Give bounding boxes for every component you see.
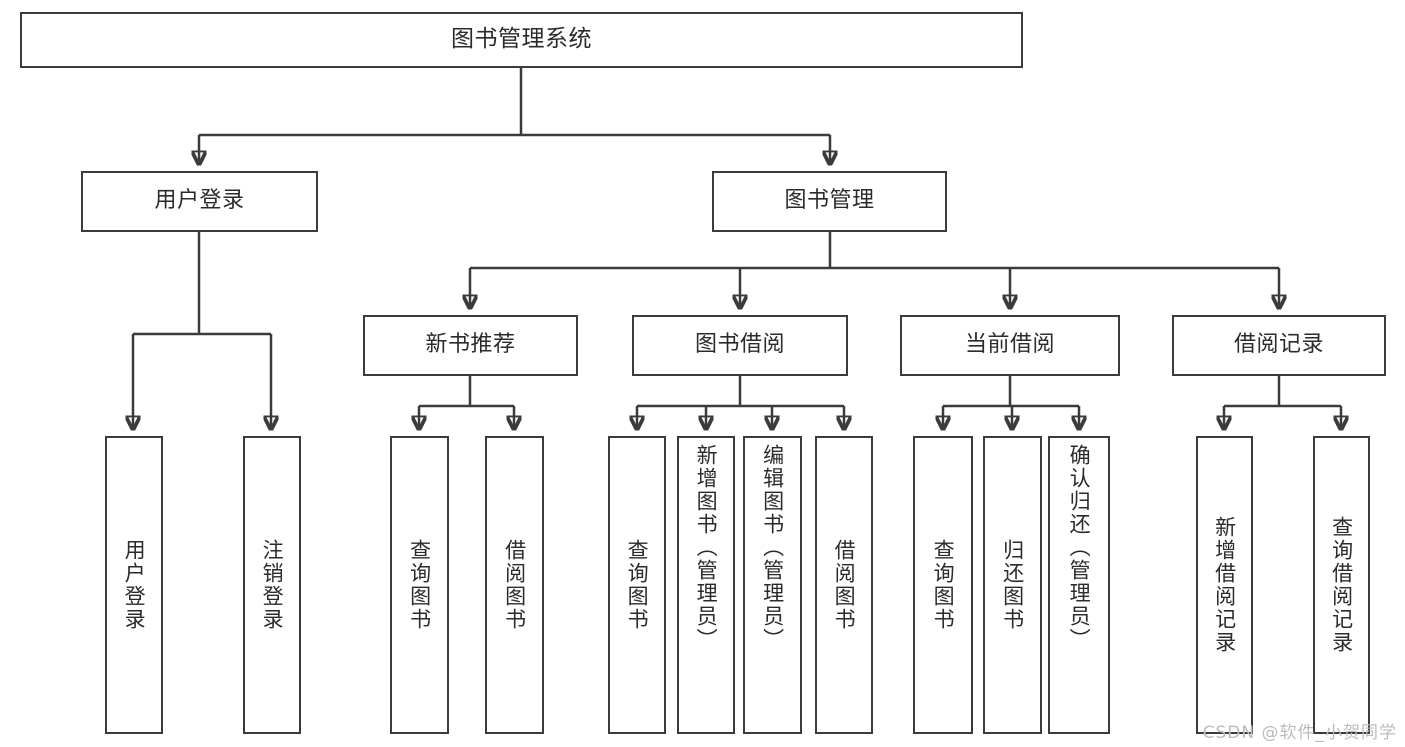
node-leaf-borrow-book-2[interactable]: 借阅图书 — [815, 436, 873, 734]
node-current-borrow[interactable]: 当前借阅 — [900, 315, 1120, 376]
node-leaf-return-book[interactable]: 归还图书 — [983, 436, 1042, 734]
node-leaf-confirm-return[interactable]: 确认归还（管理员） — [1048, 436, 1110, 734]
node-leaf-query-book-3[interactable]: 查询图书 — [913, 436, 973, 734]
node-root[interactable]: 图书管理系统 — [20, 12, 1023, 68]
node-user-login[interactable]: 用户登录 — [81, 171, 318, 232]
node-leaf-user-logout[interactable]: 注销登录 — [243, 436, 301, 734]
node-leaf-query-book-2[interactable]: 查询图书 — [608, 436, 666, 734]
node-leaf-borrow-book-1[interactable]: 借阅图书 — [485, 436, 544, 734]
node-leaf-query-book-1[interactable]: 查询图书 — [390, 436, 449, 734]
node-leaf-query-borrow-record[interactable]: 查询借阅记录 — [1313, 436, 1370, 734]
node-book-management[interactable]: 图书管理 — [712, 171, 947, 232]
node-leaf-add-book[interactable]: 新增图书（管理员） — [677, 436, 735, 734]
node-new-book-recommend[interactable]: 新书推荐 — [363, 315, 578, 376]
node-leaf-user-login[interactable]: 用户登录 — [105, 436, 163, 734]
csdn-watermark: CSDN @软件_小贺同学 — [1202, 723, 1397, 743]
node-book-borrow[interactable]: 图书借阅 — [632, 315, 848, 376]
node-leaf-add-borrow-record[interactable]: 新增借阅记录 — [1196, 436, 1253, 734]
node-borrow-record[interactable]: 借阅记录 — [1172, 315, 1386, 376]
node-leaf-edit-book[interactable]: 编辑图书（管理员） — [743, 436, 802, 734]
